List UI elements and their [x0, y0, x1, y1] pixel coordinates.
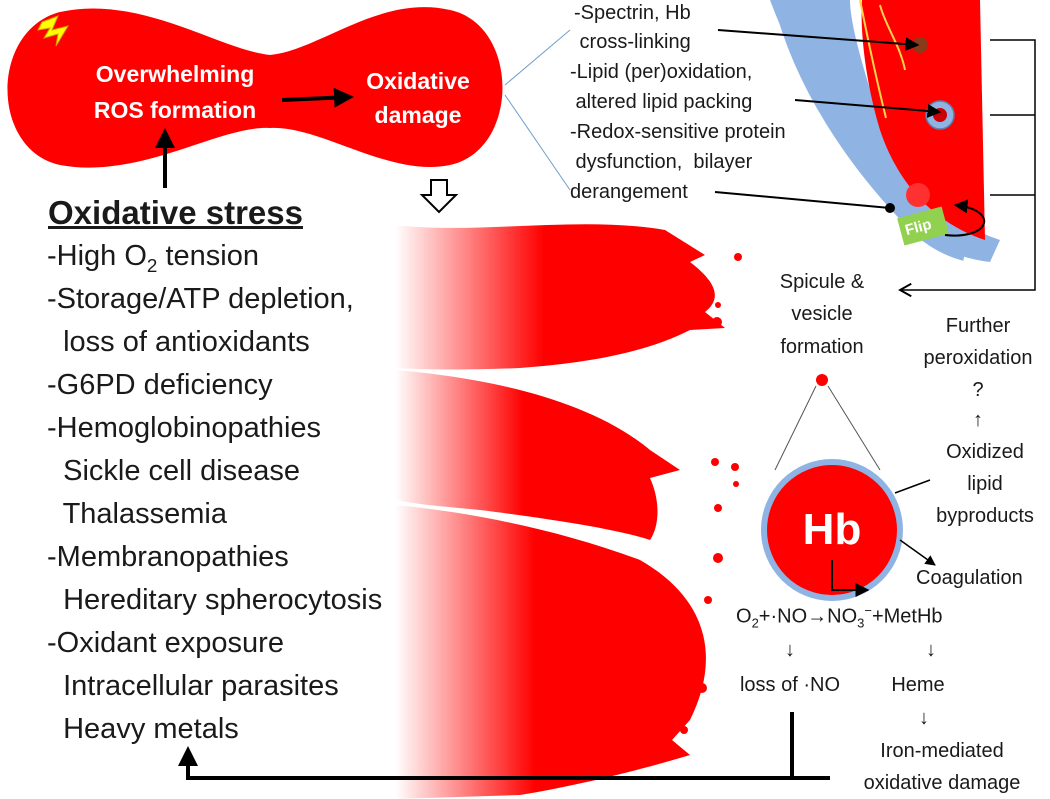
zoom-line — [774, 385, 817, 471]
coagulation-label: Coagulation — [916, 567, 1023, 589]
further-label: peroxidation — [923, 347, 1033, 369]
cause-item: -High O2 tension — [47, 240, 259, 276]
cause-item: Thalassemia — [47, 498, 227, 530]
damage-label-line1: Oxidative — [366, 68, 470, 94]
cause-item: -Membranopathies — [47, 541, 289, 573]
hb-vesicle — [761, 459, 903, 601]
down-arrow-glyph: ↓ — [919, 707, 929, 729]
effect-line: -Lipid (per)oxidation, — [570, 61, 753, 83]
oxidized-label: lipid — [967, 473, 1003, 495]
zoom-line — [827, 385, 881, 471]
damage-label-line2: damage — [374, 102, 462, 128]
cell-interior-closeup — [780, 0, 985, 240]
cause-item: Hereditary spherocytosis — [47, 584, 383, 616]
spicule-label: vesicle — [791, 303, 853, 325]
oxidized-lipid-pointer — [894, 479, 931, 494]
flip-curve-arrow — [944, 199, 986, 237]
hb-to-reaction-arrow — [831, 560, 870, 597]
connector-line — [504, 29, 571, 86]
no-reaction: O2+·NO→NO3−+MetHb — [736, 603, 943, 631]
membrane-bracket — [898, 39, 1036, 298]
vesicles — [657, 253, 828, 734]
spicule-label: Spicule & — [779, 271, 865, 293]
protein-pointer — [714, 191, 891, 209]
ros-label-line2: ROS formation — [93, 97, 257, 123]
membrane-closeup — [770, 0, 1000, 262]
cause-item: -Oxidant exposure — [47, 627, 284, 659]
effect-line: -Redox-sensitive protein — [570, 121, 786, 143]
lightning-icon — [37, 15, 70, 47]
coagulation-arrow — [899, 539, 936, 566]
cause-item: Sickle cell disease — [47, 455, 301, 487]
effect-line: dysfunction, bilayer — [570, 151, 753, 173]
hollow-down-arrow — [419, 179, 459, 214]
connector-line — [504, 94, 571, 191]
further-label: Further — [945, 315, 1011, 337]
further-label: ? — [972, 379, 984, 401]
cause-item: -Storage/ATP depletion, — [47, 283, 354, 315]
oxidative-stress-title: Oxidative stress — [48, 194, 303, 231]
up-arrow-glyph: ↑ — [973, 409, 983, 431]
down-arrow-glyph: ↓ — [926, 639, 936, 661]
down-arrow-glyph: ↓ — [785, 639, 795, 661]
feedback-loop-arrow — [178, 712, 794, 780]
lipid-pointer — [794, 99, 942, 118]
cause-item: Heavy metals — [47, 713, 239, 745]
cause-item: -G6PD deficiency — [47, 369, 273, 401]
effect-line: derangement — [570, 181, 688, 203]
cause-item: Intracellular parasites — [47, 670, 339, 702]
effect-line: -Spectrin, Hb — [574, 2, 691, 24]
protein-node — [906, 183, 930, 207]
iron-label: oxidative damage — [863, 772, 1021, 794]
ros-label-line1: Overwhelming — [95, 61, 255, 87]
oxidative-process-blob — [7, 7, 503, 168]
rbc-shape-spherocyte — [395, 505, 706, 799]
flip-box — [897, 206, 949, 246]
cause-item: -Hemoglobinopathies — [47, 412, 322, 444]
oxidized-label: byproducts — [936, 505, 1034, 527]
rbc-shape-echinocyte — [395, 224, 725, 370]
effect-line: altered lipid packing — [570, 91, 753, 113]
spicule-label: formation — [780, 336, 864, 358]
oxidized-label: Oxidized — [946, 441, 1024, 463]
spectrin-pointer — [717, 29, 920, 52]
ros-to-damage-arrow — [281, 87, 354, 108]
rbc-shape-spiculated — [395, 370, 680, 540]
cause-item: loss of antioxidants — [47, 326, 310, 358]
effect-line: cross-linking — [574, 31, 691, 53]
heme-label: Heme — [891, 674, 945, 696]
hb-label: Hb — [802, 505, 862, 554]
iron-label: Iron-mediated — [880, 740, 1004, 762]
loss-no-label: loss of ·NO — [739, 674, 841, 696]
